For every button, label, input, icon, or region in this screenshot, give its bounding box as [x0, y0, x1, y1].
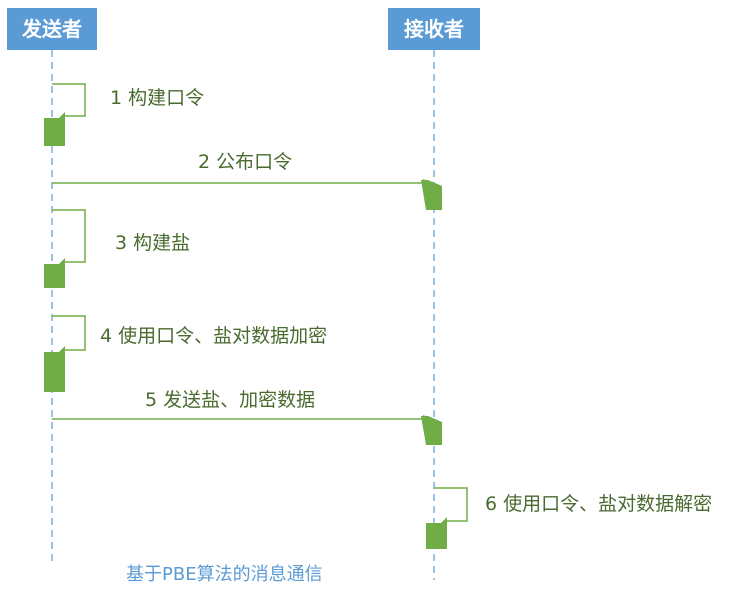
- message-2-label: 2 公布口令: [198, 150, 292, 174]
- message-6-step: 6: [485, 493, 498, 515]
- sender-actor: 发送者: [7, 8, 97, 50]
- message-2-text: 公布口令: [216, 151, 293, 173]
- message-4-step: 4: [100, 325, 113, 347]
- self-message-4-loop: [52, 315, 86, 351]
- self-message-6-loop: [434, 487, 468, 522]
- message-1-text: 构建口令: [128, 87, 205, 109]
- message-5-step: 5: [145, 389, 158, 411]
- activation-4: [44, 346, 65, 392]
- message-3-step: 3: [115, 232, 128, 254]
- receiver-actor: 接收者: [388, 8, 480, 50]
- message-2-step: 2: [198, 151, 211, 173]
- message-6-label: 6 使用口令、盐对数据解密: [485, 492, 712, 516]
- self-message-1-loop: [52, 83, 86, 117]
- message-4-label: 4 使用口令、盐对数据加密: [100, 324, 327, 348]
- message-6-text: 使用口令、盐对数据解密: [503, 493, 713, 515]
- message-1-label: 1 构建口令: [110, 86, 204, 110]
- message-5-label: 5 发送盐、加密数据: [145, 388, 315, 412]
- activation-5: [421, 416, 442, 445]
- message-3-label: 3 构建盐: [115, 231, 190, 255]
- message-5-text: 发送盐、加密数据: [163, 389, 316, 411]
- diagram-caption: 基于PBE算法的消息通信: [126, 564, 323, 585]
- activation-2: [421, 180, 442, 210]
- activation-1: [44, 112, 65, 146]
- self-message-3-loop: [52, 209, 86, 263]
- message-3-text: 构建盐: [133, 232, 191, 254]
- activation-3: [44, 258, 65, 288]
- message-4-text: 使用口令、盐对数据加密: [118, 325, 328, 347]
- activation-6: [426, 517, 447, 549]
- message-1-step: 1: [110, 87, 123, 109]
